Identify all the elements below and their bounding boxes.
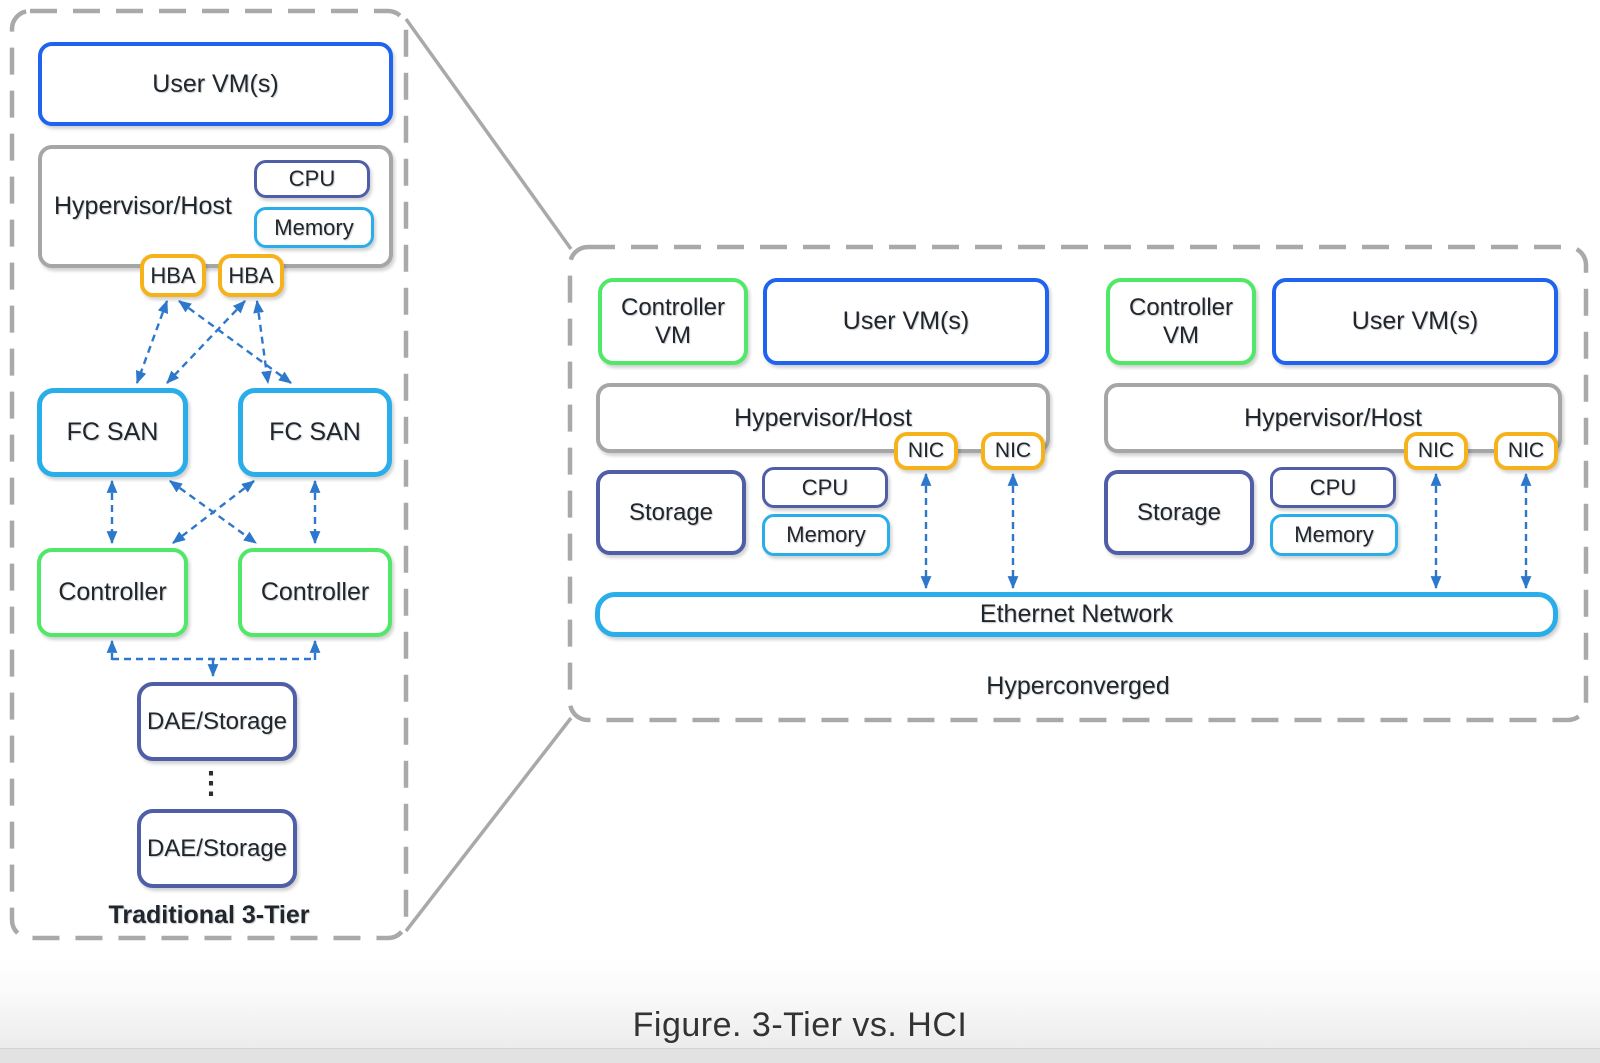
node1-controller-vm-box: Controller VM (598, 278, 748, 365)
left-fcsan1-box: FC SAN (37, 388, 188, 477)
node1-nic2-box: NIC (981, 432, 1045, 470)
caption-strip (0, 1048, 1600, 1063)
left-hypervisor-label: Hypervisor/Host (54, 192, 232, 221)
node2-memory-box: Memory (1270, 514, 1398, 556)
node1-memory-box: Memory (762, 514, 890, 556)
left-dae2-box: DAE/Storage (137, 809, 297, 888)
left-user-vm-box: User VM(s) (38, 42, 393, 126)
left-controller1-box: Controller (37, 548, 188, 637)
node2-hypervisor-box: Hypervisor/Host (1104, 383, 1562, 453)
traditional-3tier-dashed-border (9, 8, 409, 941)
hba-to-fcsan-arrows (135, 299, 292, 385)
node1-storage-box: Storage (596, 470, 746, 555)
node1-user-vm-box: User VM(s) (763, 278, 1049, 365)
left-zone-title: Traditional 3-Tier (108, 901, 310, 929)
node1-nic1-box: NIC (894, 432, 958, 470)
node2-user-vm-box: User VM(s) (1272, 278, 1558, 365)
hyperconverged-dashed-border (567, 244, 1589, 723)
left-memory-box: Memory (254, 207, 374, 248)
node2-controller-vm-box: Controller VM (1106, 278, 1256, 365)
caption-band (0, 960, 1600, 1048)
vertical-ellipsis: ⋮ (196, 767, 226, 800)
fcsan-to-controller-arrows (106, 479, 321, 545)
left-hba1-box: HBA (140, 254, 206, 297)
left-dae1-box: DAE/Storage (137, 682, 297, 761)
controller-to-dae-connector (106, 639, 321, 678)
figure-caption: Figure. 3-Tier vs. HCI (632, 1006, 968, 1044)
left-hypervisor-box: Hypervisor/Host CPU Memory (38, 145, 393, 268)
left-controller2-box: Controller (238, 548, 392, 637)
node1-hypervisor-box: Hypervisor/Host (596, 383, 1050, 453)
node1-cpu-box: CPU (762, 467, 888, 508)
node2-storage-box: Storage (1104, 470, 1254, 555)
node2-nic1-box: NIC (1404, 432, 1468, 470)
left-cpu-box: CPU (254, 160, 370, 198)
left-hba2-box: HBA (218, 254, 284, 297)
node2-nic2-box: NIC (1494, 432, 1558, 470)
ethernet-network-bar: Ethernet Network (595, 592, 1558, 637)
node2-cpu-box: CPU (1270, 467, 1396, 508)
zoom-connector-lines (404, 17, 573, 933)
nic-to-ethernet-arrows (920, 472, 1532, 590)
right-zone-title: Hyperconverged (986, 672, 1170, 700)
left-fcsan2-box: FC SAN (238, 388, 392, 477)
